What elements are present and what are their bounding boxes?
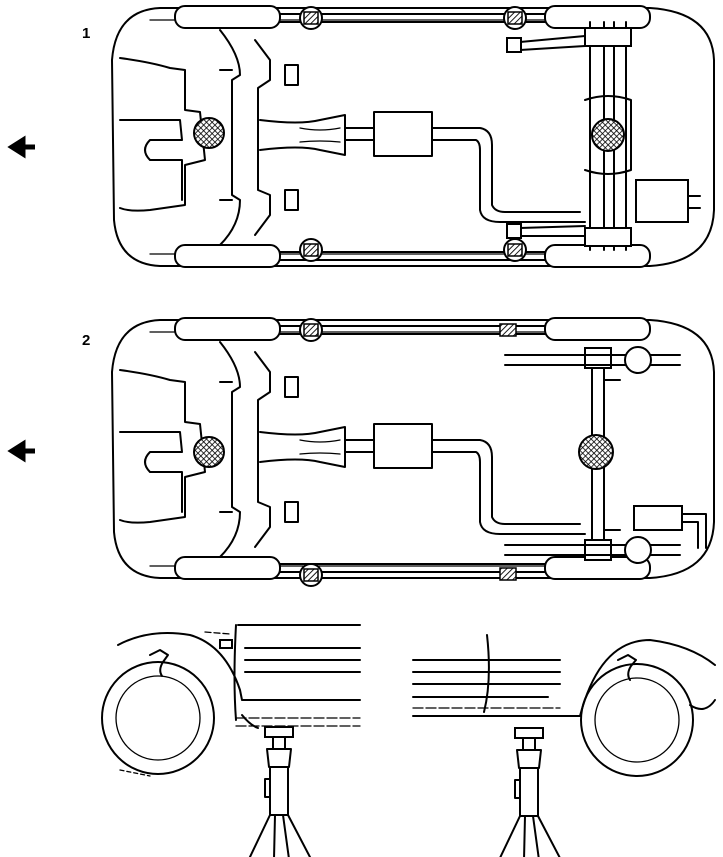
arrow-left-icon xyxy=(7,439,35,463)
jack-stand-icon xyxy=(494,727,566,857)
rear-wheel xyxy=(580,663,694,777)
cross-hatched-circle-icon xyxy=(578,434,614,470)
diagram-2: 2 xyxy=(7,317,715,587)
arrow-left-icon xyxy=(7,135,35,159)
hatched-square-icon xyxy=(303,568,319,582)
side-view-rear xyxy=(412,634,716,857)
cross-hatched-circle-icon xyxy=(193,436,225,468)
diagram-1: 1 xyxy=(7,5,715,268)
hatched-square-icon xyxy=(303,323,319,337)
diagram-2-label: 2 xyxy=(82,332,90,349)
hatched-square-icon xyxy=(499,323,517,337)
jack-stand-icon xyxy=(244,726,316,857)
cross-hatched-circle-icon xyxy=(193,117,225,149)
diagram-1-label: 1 xyxy=(82,25,90,42)
side-view-front xyxy=(101,624,361,857)
hatched-square-icon xyxy=(507,243,523,257)
rear-axle xyxy=(506,21,701,251)
rear-axle xyxy=(504,346,707,564)
hatched-square-icon xyxy=(499,567,517,581)
hatched-square-icon xyxy=(303,243,319,257)
hatched-square-icon xyxy=(507,11,523,25)
cross-hatched-circle-icon xyxy=(591,118,625,152)
hatched-square-icon xyxy=(303,11,319,25)
front-wheel xyxy=(101,661,215,775)
